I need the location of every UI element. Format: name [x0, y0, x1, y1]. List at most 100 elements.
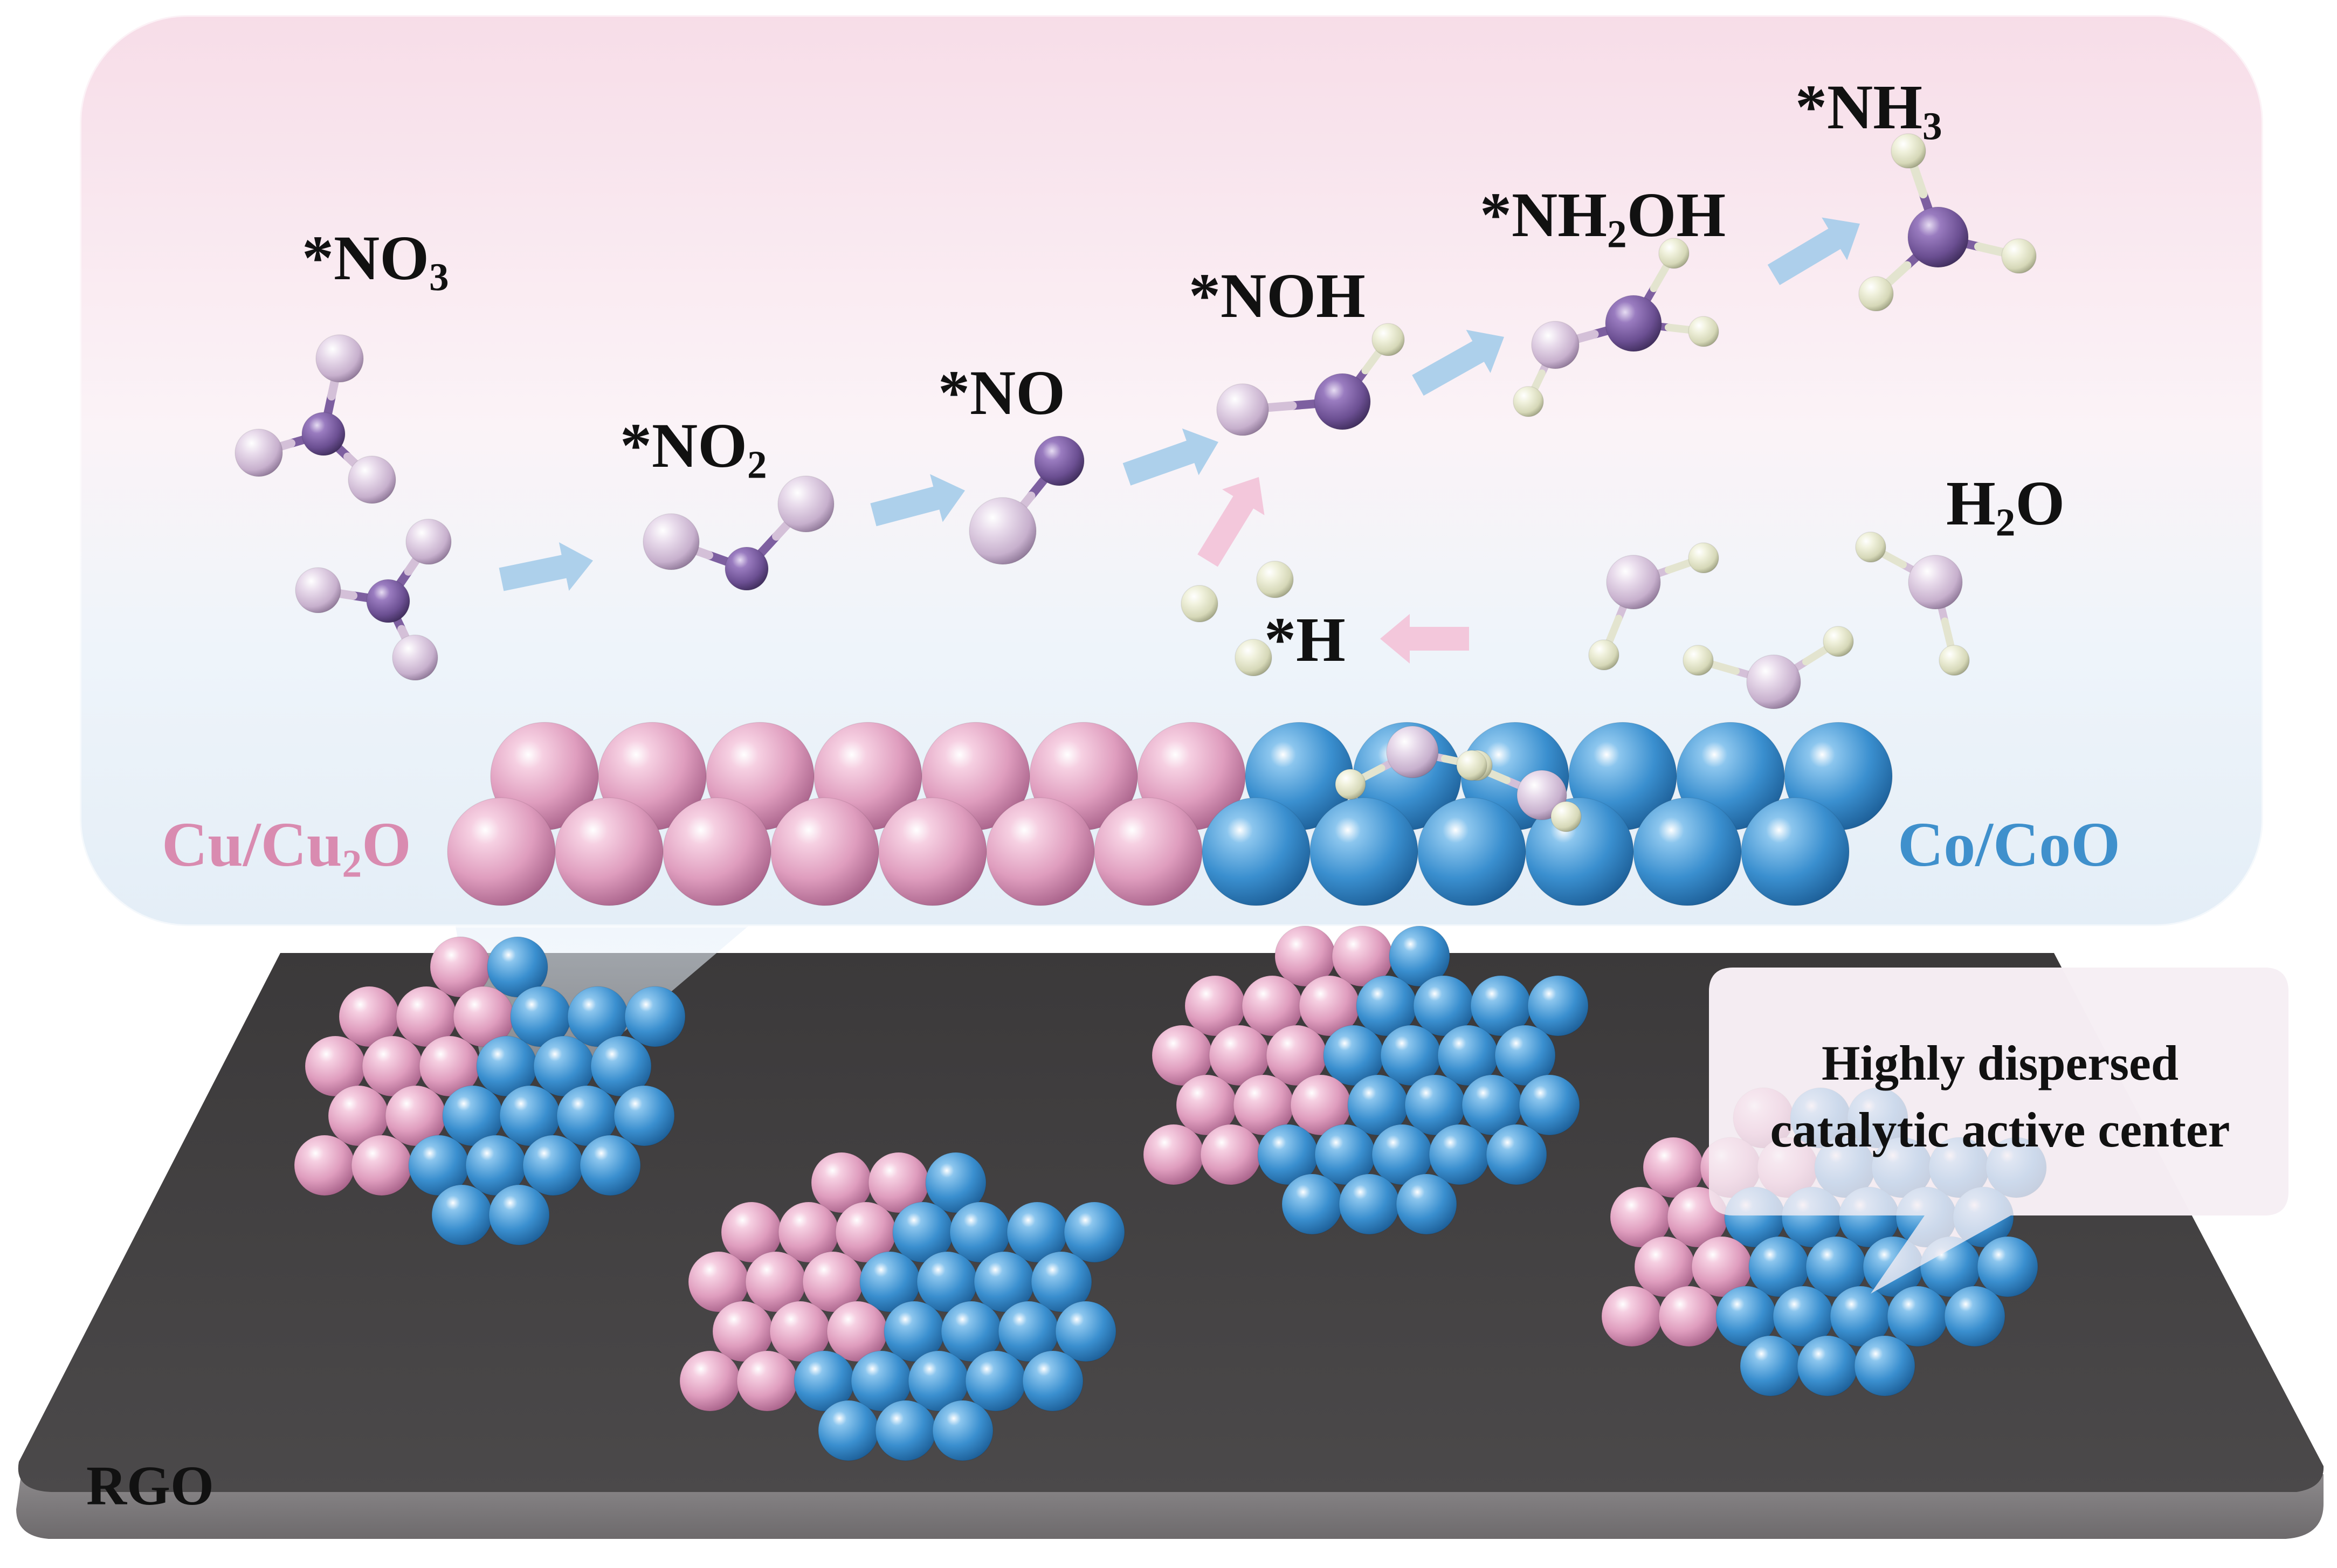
co-atom	[1740, 1335, 1801, 1397]
cu-atom	[447, 797, 556, 906]
hydrogen-atom	[1456, 750, 1487, 781]
co-atom	[590, 1035, 652, 1097]
cu-atom	[1601, 1286, 1663, 1347]
reaction-arrow	[870, 474, 965, 527]
label-no3: *NO3	[302, 223, 449, 299]
co-atom	[1389, 925, 1450, 987]
label-cu-cu2o: Cu/Cu2O	[162, 809, 411, 886]
hydrogen-atom	[1891, 133, 1926, 169]
cu-atom	[294, 1135, 355, 1196]
label-no: *NO	[938, 357, 1065, 428]
cu-atom	[1200, 1124, 1261, 1185]
co-atom	[875, 1400, 936, 1461]
hydrogen-transfer-arrow	[1197, 477, 1265, 567]
oxygen-atom	[348, 455, 396, 504]
cu-atom	[679, 1350, 741, 1412]
reaction-arrow	[1122, 428, 1218, 486]
hydrogen-atom	[1256, 561, 1294, 598]
hydrogen-atom	[1823, 626, 1854, 657]
co-atom	[1031, 1251, 1092, 1313]
oxygen-atom	[1606, 555, 1661, 610]
co-atom	[1417, 797, 1526, 906]
oxygen-atom	[392, 634, 438, 681]
hydrogen-atom	[1688, 542, 1719, 574]
cu-atom	[986, 797, 1095, 906]
nitrogen-atom	[301, 412, 346, 456]
nitrogen-atom	[1034, 436, 1085, 486]
oxygen-atom	[315, 334, 364, 383]
hydrogen-atom	[1855, 531, 1886, 563]
co-atom	[1309, 797, 1418, 906]
cu-atom	[1143, 1124, 1204, 1185]
oxygen-atom	[295, 567, 341, 613]
co-atom	[1527, 975, 1589, 1037]
hydrogen-atom	[1371, 323, 1405, 356]
molecule-atom-layer	[235, 133, 2037, 832]
co-atom	[925, 1152, 987, 1213]
co-atom	[1396, 1173, 1457, 1235]
label-no2: *NO2	[620, 410, 767, 487]
hydrogen-atom	[1588, 639, 1619, 671]
co-atom	[1741, 797, 1850, 906]
hydrogen-atom	[1235, 639, 1272, 676]
hydrogen-atom	[1858, 276, 1894, 312]
reaction-arrow	[1412, 329, 1504, 396]
oxygen-atom	[1216, 383, 1269, 436]
co-atom	[1281, 1173, 1343, 1235]
nitrogen-atom	[1907, 206, 1969, 268]
co-atom	[932, 1400, 994, 1461]
callout-overlay	[1709, 968, 2288, 1294]
co-atom	[1494, 1025, 1556, 1086]
nitrogen-atom	[1314, 373, 1371, 430]
co-atom	[488, 1184, 550, 1246]
hydrogen-atom	[1550, 801, 1582, 832]
nitrogen-atom	[725, 547, 769, 591]
co-atom	[1055, 1301, 1116, 1362]
label-noh: *NOH	[1189, 260, 1366, 331]
label-h2o: H2O	[1946, 468, 2065, 544]
co-atom	[1977, 1236, 2038, 1297]
co-atom	[522, 1135, 584, 1196]
hydrogen-atom	[1181, 585, 1218, 623]
co-atom	[1854, 1335, 1915, 1397]
co-atom	[1887, 1286, 1948, 1347]
reaction-arrow-layer	[499, 217, 1860, 664]
label-nh2oh: *NH2OH	[1480, 179, 1726, 256]
oxygen-atom	[1908, 555, 1963, 610]
cu-atom	[1658, 1286, 1720, 1347]
co-atom	[1519, 1074, 1580, 1136]
hydrogen-atom	[1688, 316, 1719, 347]
co-atom	[1486, 1124, 1547, 1185]
label-nh3: *NH3	[1795, 72, 1942, 148]
hydrogen-atom	[1335, 769, 1366, 800]
label-h: *H	[1264, 604, 1346, 675]
co-atom	[431, 1184, 493, 1246]
oxygen-atom	[405, 519, 452, 565]
co-atom	[1022, 1350, 1084, 1412]
cu-atom	[878, 797, 987, 906]
cu-atom	[770, 797, 879, 906]
co-atom	[1944, 1286, 2005, 1347]
cu-atom	[736, 1350, 798, 1412]
cu-atom	[1094, 797, 1203, 906]
co-atom	[1064, 1201, 1125, 1263]
co-atom	[1797, 1335, 1858, 1397]
label-active-center: Highly dispersed catalytic active center	[1725, 1030, 2275, 1163]
oxygen-atom	[1746, 654, 1801, 709]
hydrogen-atom	[1513, 386, 1544, 417]
oxygen-atom	[1531, 321, 1580, 369]
label-co-coo: Co/CoO	[1898, 809, 2120, 880]
cu-atom	[351, 1135, 412, 1196]
callout-line-1: Highly dispersed	[1821, 1035, 2179, 1090]
co-atom	[818, 1400, 879, 1461]
hydrogen-atom	[1939, 645, 1970, 676]
water-dissociation-arrow	[1380, 614, 1469, 664]
co-atom	[965, 1350, 1026, 1412]
co-atom	[1429, 1124, 1490, 1185]
oxygen-atom	[969, 497, 1037, 565]
reaction-arrow	[499, 542, 593, 591]
co-atom	[1339, 1173, 1400, 1235]
oxygen-atom	[1386, 726, 1439, 778]
oxygen-atom	[235, 429, 283, 477]
